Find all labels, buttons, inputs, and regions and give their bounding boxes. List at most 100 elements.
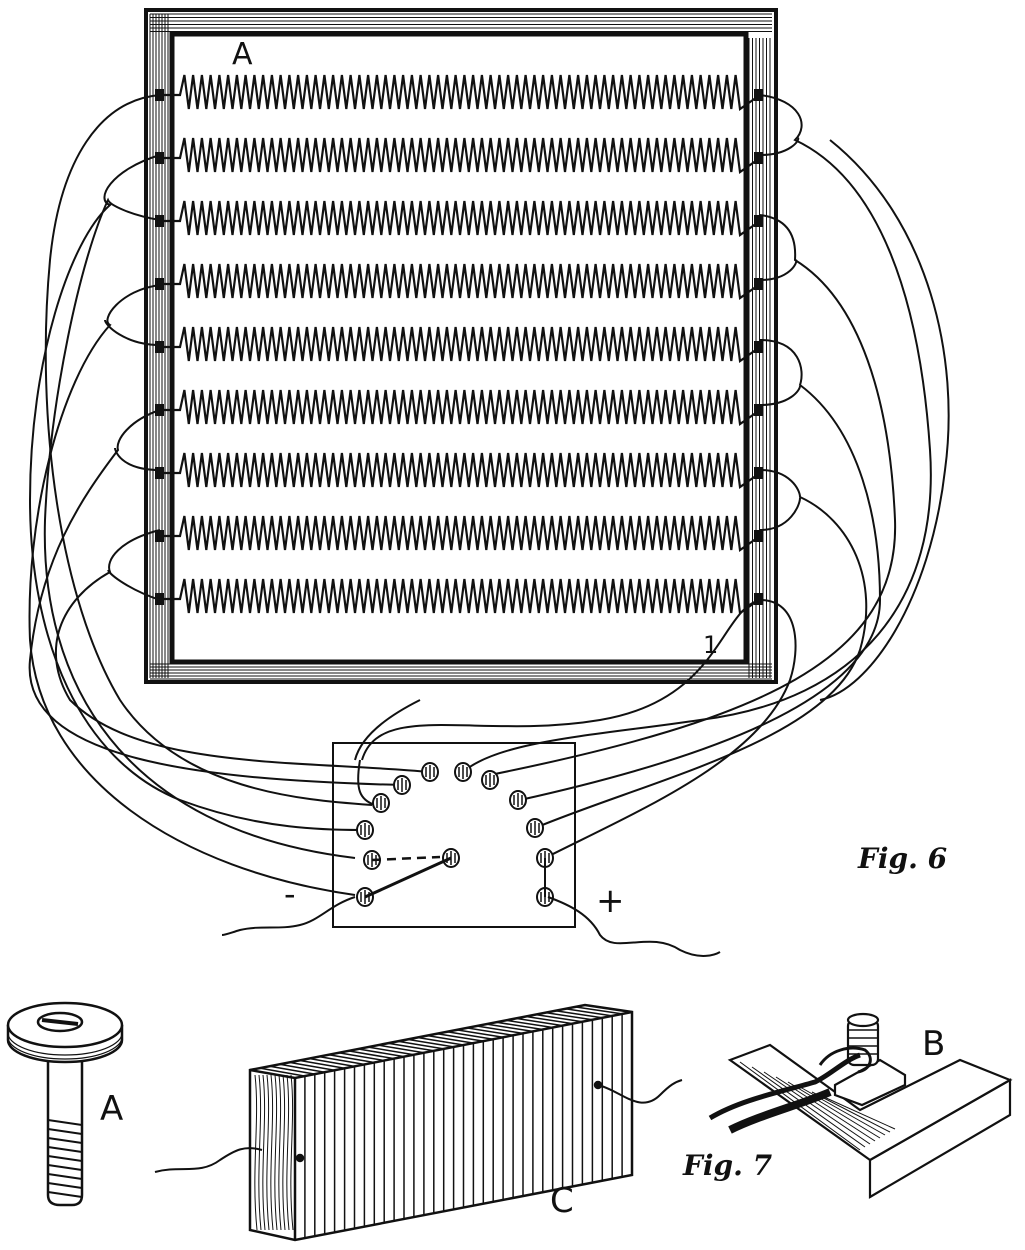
- winding-top-line: [476, 1025, 524, 1035]
- thread-line: [47, 1155, 83, 1162]
- winding-top-line: [318, 1055, 365, 1066]
- connection-wire-loop: [818, 1046, 872, 1074]
- coil-row: [160, 200, 761, 237]
- figure-7-caption: Fig. 7: [682, 1149, 773, 1182]
- connection-wire: [708, 1052, 861, 1121]
- block-lead-right: [597, 1079, 683, 1104]
- coil-row: [160, 326, 761, 363]
- terminal-pin: [155, 467, 164, 479]
- winding-top-line: [515, 1017, 563, 1027]
- connecting-wires: [28, 94, 950, 896]
- thread-line: [47, 1182, 83, 1189]
- label-connection: B: [922, 1024, 945, 1064]
- end-grain-line: [254, 1074, 258, 1231]
- block-end-grain: [254, 1074, 294, 1231]
- label-plus: +: [596, 881, 625, 921]
- terminal-pin: [754, 89, 763, 101]
- positive-lead: [547, 896, 721, 957]
- winding-top-line: [348, 1050, 395, 1060]
- switch-arm: [364, 856, 452, 899]
- winding-top-line: [377, 1044, 425, 1054]
- coil-row: [160, 389, 761, 426]
- binding-post-slot: [41, 1018, 79, 1026]
- winding-top-line: [368, 1046, 415, 1056]
- terminal-pin: [754, 593, 763, 605]
- thread-line: [47, 1119, 83, 1126]
- end-grain-line: [282, 1074, 286, 1231]
- block-outline: [248, 1003, 634, 1242]
- end-grain-line: [262, 1074, 266, 1231]
- coil-rows: [160, 74, 761, 615]
- winding-top-line: [328, 1053, 375, 1064]
- end-grain-line: [274, 1074, 278, 1231]
- end-grain-line: [278, 1074, 282, 1231]
- bench-grain-line: [811, 1091, 891, 1133]
- block-windings: [249, 1004, 633, 1240]
- figure-6-caption: Fig. 6: [857, 842, 947, 875]
- thread-line: [47, 1128, 83, 1135]
- label-frame-corner-bottom: 1: [703, 631, 718, 659]
- winding-top-line: [387, 1042, 434, 1052]
- end-grain-line: [270, 1074, 274, 1231]
- terminal-pin: [155, 215, 164, 227]
- switch-base: [332, 742, 576, 928]
- label-resistance-block: C: [550, 1181, 574, 1221]
- binding-post-threads: [47, 1119, 83, 1198]
- winding-top-line: [427, 1034, 474, 1044]
- terminal-pin: [155, 530, 164, 542]
- connection-insulated-wire: [728, 1088, 832, 1134]
- terminal-pin: [155, 278, 164, 290]
- label-minus: -: [284, 875, 296, 913]
- switch-board: [221, 742, 721, 957]
- winding-top-line: [486, 1023, 534, 1033]
- coil-row: [160, 74, 761, 111]
- thread-line: [47, 1191, 83, 1198]
- winding-top-line: [308, 1057, 355, 1068]
- winding-top-line: [565, 1008, 613, 1017]
- coil-row: [160, 137, 761, 174]
- coil-row: [160, 578, 761, 615]
- winding-top-line: [299, 1059, 345, 1070]
- bench-grain-line: [823, 1096, 896, 1130]
- bench-grain-line: [763, 1071, 871, 1145]
- terminal-pin: [754, 530, 763, 542]
- terminal-pin: [155, 152, 164, 164]
- terminal-pin: [754, 215, 763, 227]
- thread-line: [47, 1137, 83, 1144]
- winding-top-line: [496, 1021, 543, 1031]
- coil-row: [160, 452, 761, 489]
- winding-top-line: [338, 1052, 385, 1062]
- winding-top-line: [456, 1029, 504, 1038]
- terminal-pin: [754, 341, 763, 353]
- winding-top-line: [574, 1006, 623, 1015]
- winding-top-line: [259, 1067, 306, 1077]
- winding-top-line: [466, 1027, 514, 1037]
- winding-top-line: [289, 1061, 335, 1071]
- end-grain-line: [258, 1074, 262, 1231]
- end-grain-line: [266, 1074, 270, 1231]
- winding-top-line: [269, 1065, 315, 1075]
- binding-post: [6, 1001, 124, 1207]
- winding-top-line: [279, 1063, 325, 1073]
- bench-grain-line: [751, 1066, 866, 1148]
- winding-top-line: [525, 1015, 573, 1025]
- connection-screw-top: [846, 1012, 880, 1028]
- thread-line: [47, 1173, 83, 1180]
- bench-grain-line: [787, 1081, 881, 1139]
- winding-top-line: [417, 1036, 464, 1046]
- connection-plate: [833, 1058, 907, 1107]
- winding-top-line: [555, 1009, 603, 1019]
- terminal-pin: [754, 467, 763, 479]
- end-grain-line: [286, 1074, 290, 1231]
- label-binding-post: A: [100, 1089, 123, 1129]
- negative-lead: [221, 896, 356, 936]
- resistance-block: [154, 1003, 683, 1242]
- block-lead-left: [154, 1147, 263, 1173]
- terminal-pin: [155, 341, 164, 353]
- winding-top-line: [437, 1032, 484, 1042]
- thread-line: [47, 1146, 83, 1153]
- winding-top-line: [446, 1031, 494, 1040]
- terminal-pin: [754, 404, 763, 416]
